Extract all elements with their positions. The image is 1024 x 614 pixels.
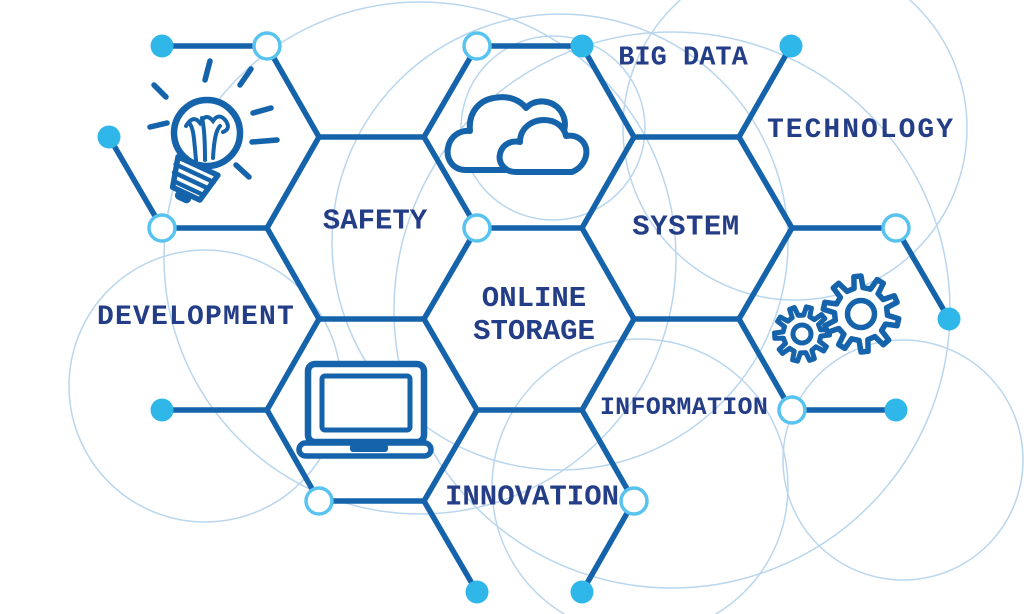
lightbulb-icon — [147, 58, 280, 204]
large-gear-hole — [844, 297, 878, 331]
label-system: SYSTEM — [632, 210, 740, 244]
hex-edge — [421, 43, 480, 140]
node-ring — [252, 31, 282, 61]
laptop-screen-inner — [319, 373, 413, 433]
node-dot — [465, 580, 489, 604]
hex-edge — [264, 316, 322, 413]
hex-edge — [579, 134, 637, 231]
hex-edge — [264, 43, 322, 140]
hex-edge — [579, 498, 637, 595]
node-ring — [147, 213, 177, 243]
node-ring — [304, 486, 334, 516]
node-dot — [570, 580, 594, 604]
hex-edge — [736, 316, 794, 413]
background-circle — [163, 1, 677, 515]
cloud-icon — [444, 94, 590, 175]
connector-nodes — [97, 31, 961, 604]
node-dot — [884, 398, 908, 422]
hex-edge — [421, 498, 480, 595]
bulb-filament — [184, 114, 230, 162]
label-information: INFORMATION — [599, 392, 769, 422]
background-circle — [622, 0, 968, 301]
hex-edge — [106, 134, 165, 231]
node-ring — [462, 213, 492, 243]
hex-edge — [579, 43, 637, 140]
hex-edge — [736, 225, 795, 322]
large-gear — [820, 273, 902, 355]
hex-edge — [421, 225, 480, 322]
label-innovation: INNOVATION — [444, 480, 620, 514]
lightbulb-rays — [147, 58, 280, 180]
small-cloud — [496, 117, 590, 175]
laptop-icon — [296, 360, 434, 459]
node-dot — [150, 398, 174, 422]
label-big-data: BIG DATA — [618, 43, 748, 74]
small-gear — [772, 304, 832, 364]
background-circle — [782, 339, 1024, 581]
background-circle — [491, 338, 789, 614]
small-gear-hole — [790, 322, 814, 346]
hex-edge — [736, 43, 794, 140]
node-ring — [619, 486, 649, 516]
hex-edge — [421, 316, 480, 413]
background-circle — [331, 13, 789, 471]
hex-edge — [264, 407, 322, 504]
node-dot — [570, 34, 594, 58]
node-dot — [937, 307, 961, 331]
hex-edge — [264, 225, 322, 322]
gears-icon — [772, 273, 902, 364]
hex-edge — [736, 134, 795, 231]
label-technology: TECHNOLOGY — [766, 115, 956, 147]
node-ring — [462, 31, 492, 61]
hex-edge — [264, 134, 322, 231]
laptop-hinge — [350, 444, 388, 452]
background-circles — [68, 0, 1024, 614]
hex-edge — [579, 316, 637, 413]
node-ring — [881, 213, 911, 243]
hex-edge — [421, 134, 480, 231]
bulb-glass — [170, 96, 244, 170]
hexagon-edges — [106, 43, 952, 595]
node-dot — [779, 34, 803, 58]
label-development: DEVELOPMENT — [96, 302, 296, 334]
label-safety: SAFETY — [322, 204, 428, 238]
node-dot — [150, 34, 174, 58]
node-ring — [777, 395, 807, 425]
hex-edge — [579, 407, 637, 504]
bulb-base — [169, 153, 221, 204]
hex-edge — [579, 225, 637, 322]
hex-edge — [421, 407, 480, 504]
hex-edge — [893, 225, 952, 322]
node-dot — [97, 125, 121, 149]
label-online-storage: ONLINE STORAGE — [473, 281, 595, 348]
